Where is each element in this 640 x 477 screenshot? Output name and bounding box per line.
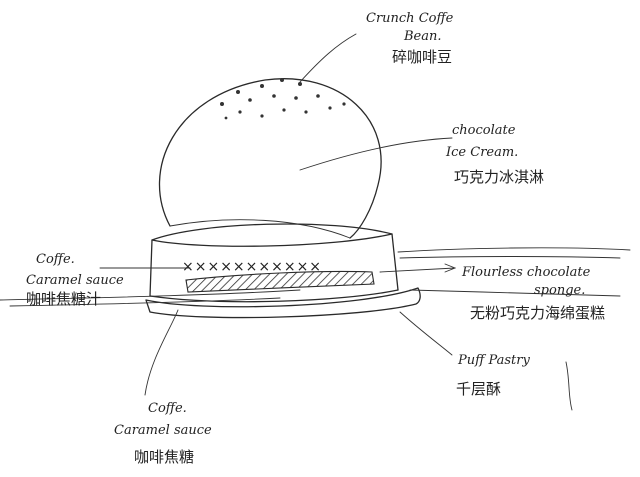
leader-pastry <box>399 311 453 356</box>
table-streak-4 <box>399 256 621 259</box>
label-sauce-left-cn: 咖啡焦糖汁 <box>26 290 101 308</box>
ice-cream-scoop-base <box>169 219 351 239</box>
table-streak-1 <box>0 289 301 301</box>
leader-sponge <box>379 267 456 273</box>
label-ice-cream-cn: 巧克力冰淇淋 <box>454 168 544 186</box>
label-sauce-left-en-1: Coffe. <box>36 252 75 267</box>
table-streak-2 <box>9 297 281 307</box>
cross-marks-row: ××××××××××× <box>182 259 322 275</box>
leader-sauce-bottom <box>144 309 179 396</box>
cake-right-side <box>391 233 399 291</box>
leader-sponge-arrow <box>444 263 457 273</box>
cake-bottom-curve <box>149 289 399 303</box>
pastry-flourish <box>565 361 573 411</box>
label-sauce-left-en-2: Caramel sauce <box>26 273 124 288</box>
leader-ice-cream <box>299 137 453 171</box>
label-crunch-bean-en-1: Crunch Coffe <box>366 11 454 26</box>
sponge-layer-hatched <box>185 270 375 293</box>
label-sponge-cn: 无粉巧克力海绵蛋糕 <box>470 304 605 322</box>
label-pastry-en: Puff Pastry <box>457 353 530 368</box>
table-streak-3 <box>397 247 631 253</box>
puff-pastry-plate <box>145 287 421 319</box>
ice-cream-scoop-outline <box>158 78 382 239</box>
label-ice-cream-en-1: chocolate <box>452 123 516 138</box>
leader-crunch-bean <box>299 33 357 83</box>
label-sponge-en-2: sponge. <box>534 283 585 298</box>
label-sauce-bottom-en-2: Caramel sauce <box>114 423 212 438</box>
label-sauce-bottom-en-1: Coffe. <box>148 401 187 416</box>
cake-top-ellipse <box>151 223 393 247</box>
label-crunch-bean-cn: 碎咖啡豆 <box>392 48 452 66</box>
table-streak-5 <box>409 289 621 297</box>
label-sauce-bottom-cn: 咖啡焦糖 <box>134 448 194 466</box>
label-sponge-en-1: Flourless chocolate <box>461 265 591 280</box>
label-crunch-bean-en-2: Bean. <box>403 29 442 44</box>
coffee-bean-crumbs <box>220 78 346 120</box>
label-pastry-cn: 千层酥 <box>456 380 501 398</box>
label-ice-cream-en-2: Ice Cream. <box>445 145 518 160</box>
